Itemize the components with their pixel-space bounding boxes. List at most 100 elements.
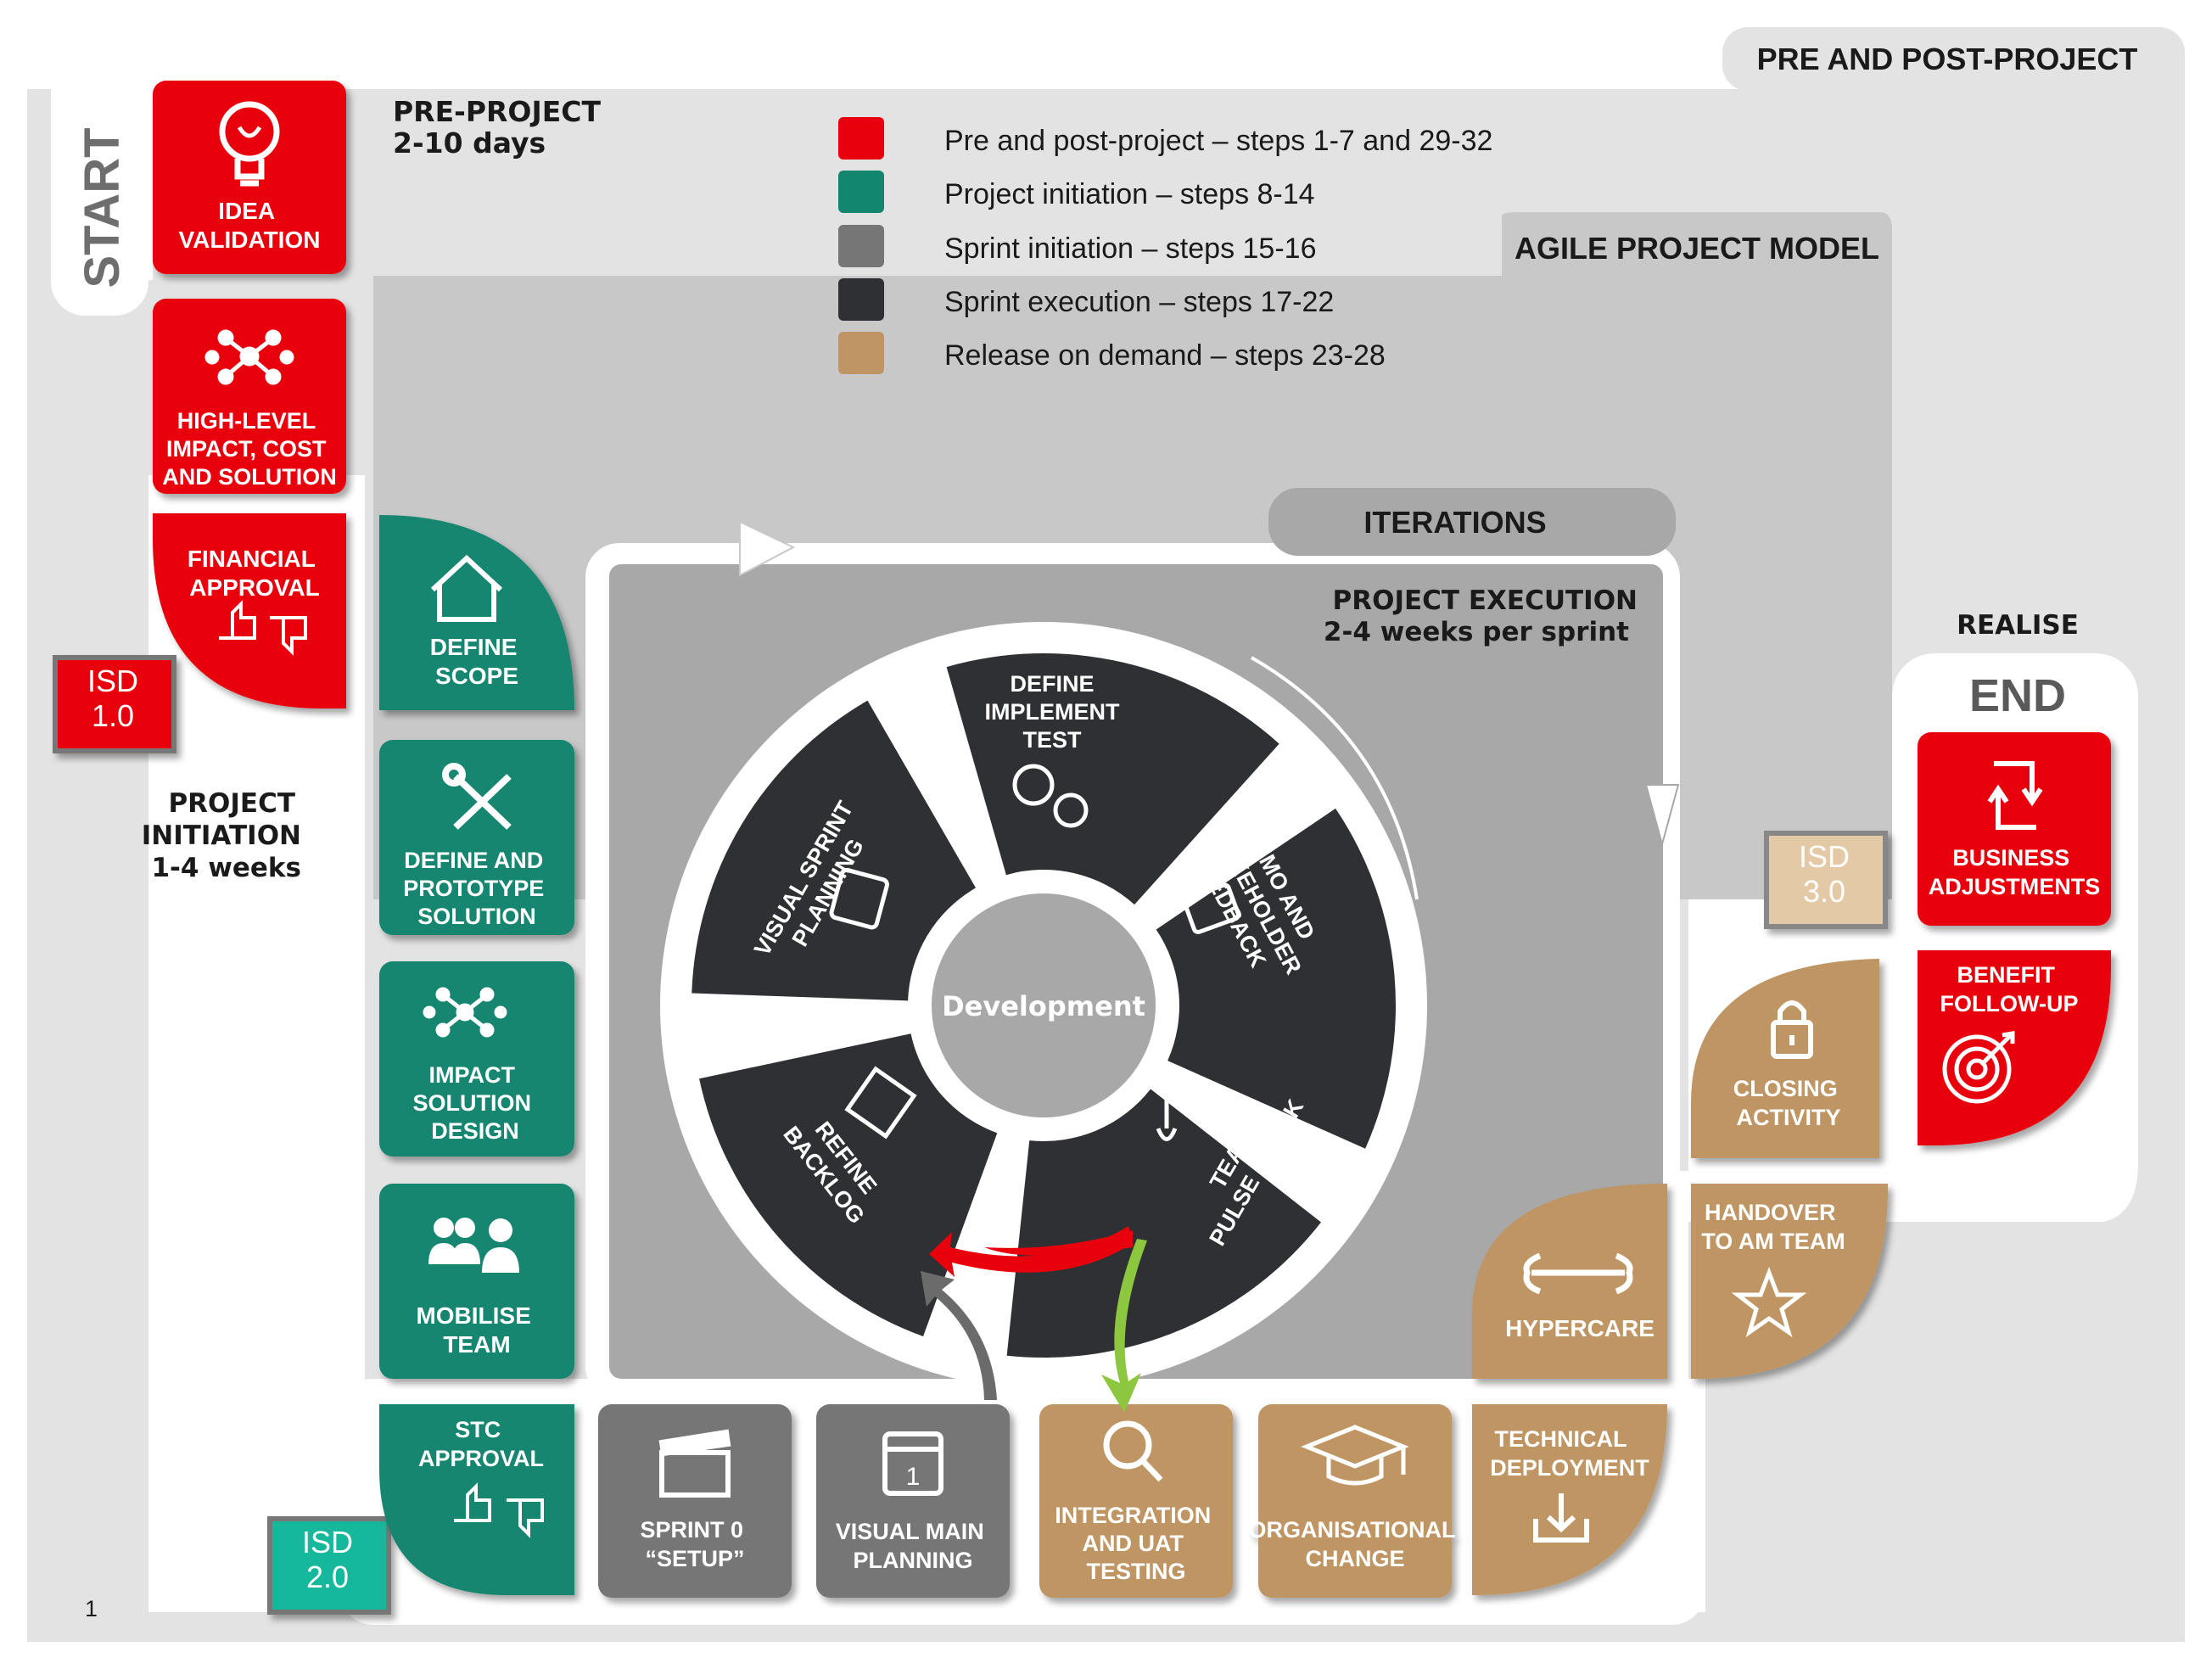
wheel-hub [932,893,1156,1117]
realise-label: REALISE [1957,610,2079,641]
gray-up-arrow [921,1271,997,1400]
define-prototype-label: DEFINE AND PROTOTYPE SOLUTION [403,848,551,929]
legend-label: Sprint execution – steps 17-22 [944,286,1334,318]
lightbulb-icon [219,101,280,187]
wheel-segment[interactable]: VISUAL SPRINTPLANNING [691,700,976,1001]
gears-icon [1012,764,1055,806]
step-organisational-change[interactable]: ORGANISATIONAL CHANGE [1248,1404,1461,1598]
step-business-adjustments[interactable]: BUSINESS ADJUSTMENTS [1918,732,2111,926]
download-icon [1533,1493,1589,1543]
svg-text:2-10 days: 2-10 days [393,126,546,160]
svg-text:INITIATION: INITIATION [142,820,301,851]
mobilise-team-label: MOBILISE TEAM [416,1302,537,1358]
organisational-change-label: ORGANISATIONAL CHANGE [1248,1517,1461,1571]
svg-text:1.0: 1.0 [92,698,134,733]
step-define-scope[interactable]: DEFINE SCOPE [379,515,574,710]
magnifier-icon [1103,1420,1163,1482]
calendar-icon [829,867,889,930]
thumbs-icon [454,1482,544,1538]
wheel-segment[interactable]: REFINEBACKLOG [699,1033,998,1336]
wheel-center-label: Development [942,990,1145,1022]
step-idea-validation[interactable]: IDEA VALIDATION [153,81,346,274]
legend-swatch [838,225,884,267]
step-benefit-follow-up[interactable]: BENEFIT FOLLOW-UP [1918,950,2111,1145]
svg-text:1: 1 [906,1463,921,1491]
business-adjustments-label: BUSINESS ADJUSTMENTS [1929,845,2101,899]
calendar-icon: 1 [882,1431,943,1496]
svg-text:2.0: 2.0 [306,1560,349,1594]
svg-text:ISD: ISD [1799,839,1850,874]
svg-text:ISD: ISD [302,1525,353,1560]
svg-text:ISD: ISD [87,664,138,698]
track-arrows [739,520,1680,848]
tab-agile-project-model: AGILE PROJECT MODEL [1515,231,1879,266]
svg-text:PRE-PROJECT: PRE-PROJECT [393,95,602,128]
legend-swatch [838,171,884,213]
legend-item: Release on demand – steps 23-28 [838,332,1386,374]
start-label: START [75,127,130,288]
clapperboard-icon [658,1429,731,1498]
page-number: 1 [85,1596,98,1621]
integration-uat-label: INTEGRATION AND UAT TESTING [1055,1503,1218,1584]
motion-line [673,1102,866,1342]
thermometer-icon [1156,1095,1178,1141]
isd-2-badge: ISD 2.0 [267,1516,391,1615]
people-icon [428,1218,519,1273]
legend-swatch [838,278,884,321]
iterations-label: ITERATIONS [1363,505,1546,540]
step-sprint-0-setup[interactable]: SPRINT 0 “SETUP” [598,1404,792,1598]
stc-approval-label: STC APPROVAL [418,1417,544,1471]
wheel-segment[interactable]: DEMO ANDSTAKEHOLDERFEEDBACK [1156,801,1396,1149]
green-arrow [1101,1239,1147,1413]
idea-validation-label: IDEA VALIDATION [179,198,321,253]
svg-text:3.0: 3.0 [1803,874,1845,909]
pre-project-heading: PRE-PROJECT 2-10 days [393,95,602,160]
step-handover[interactable]: HANDOVER TO AM TEAM [1691,1184,1888,1379]
legend-swatch [838,117,884,160]
closing-activity-label: CLOSING ACTIVITY [1733,1076,1845,1130]
step-technical-deployment[interactable]: TECHNICAL DEPLOYMENT [1472,1404,1667,1595]
visual-main-planning-label: VISUAL MAIN PLANNING [836,1519,991,1573]
handover-label: HANDOVER TO AM TEAM [1701,1200,1845,1254]
svg-text:1-4 weeks: 1-4 weeks [151,853,301,883]
start-tab [51,85,148,316]
step-visual-main-planning[interactable]: 1 VISUAL MAIN PLANNING [816,1404,1010,1598]
legend-item: Sprint initiation – steps 15-16 [838,225,1316,267]
hypercare-label: HYPERCARE [1505,1315,1654,1341]
legend-item: Pre and post-project – steps 1-7 and 29-… [838,117,1492,160]
legend-swatch [838,332,884,374]
network-icon [423,987,507,1038]
impact-solution-design-label: IMPACT SOLUTION DESIGN [412,1062,537,1144]
graduation-cap-icon [1301,1425,1409,1486]
legend-item: Sprint execution – steps 17-22 [838,278,1334,321]
wrench-icon [1523,1252,1633,1295]
chat-icon [1182,882,1240,934]
wheel-icons [829,764,1240,1141]
tools-icon [442,763,512,830]
isd-1-badge: ISD 1.0 [53,655,176,753]
network-icon [204,329,294,385]
step-hypercare[interactable]: HYPERCARE [1472,1184,1667,1379]
step-stc-approval[interactable]: STC APPROVAL [379,1404,574,1595]
project-initiation-heading: PROJECT INITIATION 1-4 weeks [142,788,301,883]
legend-label: Sprint initiation – steps 15-16 [944,232,1316,265]
step-high-level-impact[interactable]: HIGH-LEVEL IMPACT, COST AND SOLUTION [153,299,346,494]
step-impact-solution-design[interactable]: IMPACT SOLUTION DESIGN [379,961,574,1156]
checklist-icon [844,1066,917,1140]
house-icon [430,554,503,622]
step-define-prototype[interactable]: DEFINE AND PROTOTYPE SOLUTION [379,740,574,935]
step-mobilise-team[interactable]: MOBILISE TEAM [379,1184,574,1379]
step-financial-approval[interactable]: FINANCIAL APPROVAL [153,513,346,708]
benefit-follow-up-label: BENEFIT FOLLOW-UP [1940,962,2079,1016]
step-closing-activity[interactable]: CLOSING ACTIVITY [1691,959,1879,1158]
svg-text:2-4 weeks per sprint: 2-4 weeks per sprint [1324,617,1629,647]
thumbs-icon [219,600,307,656]
legend-label: Project initiation – steps 8-14 [944,178,1315,210]
lock-icon [1771,1000,1813,1059]
refresh-icon [1987,761,2043,830]
step-integration-uat[interactable]: INTEGRATION AND UAT TESTING [1039,1404,1233,1598]
tab-pre-post-project: PRE AND POST-PROJECT [1757,42,2138,76]
